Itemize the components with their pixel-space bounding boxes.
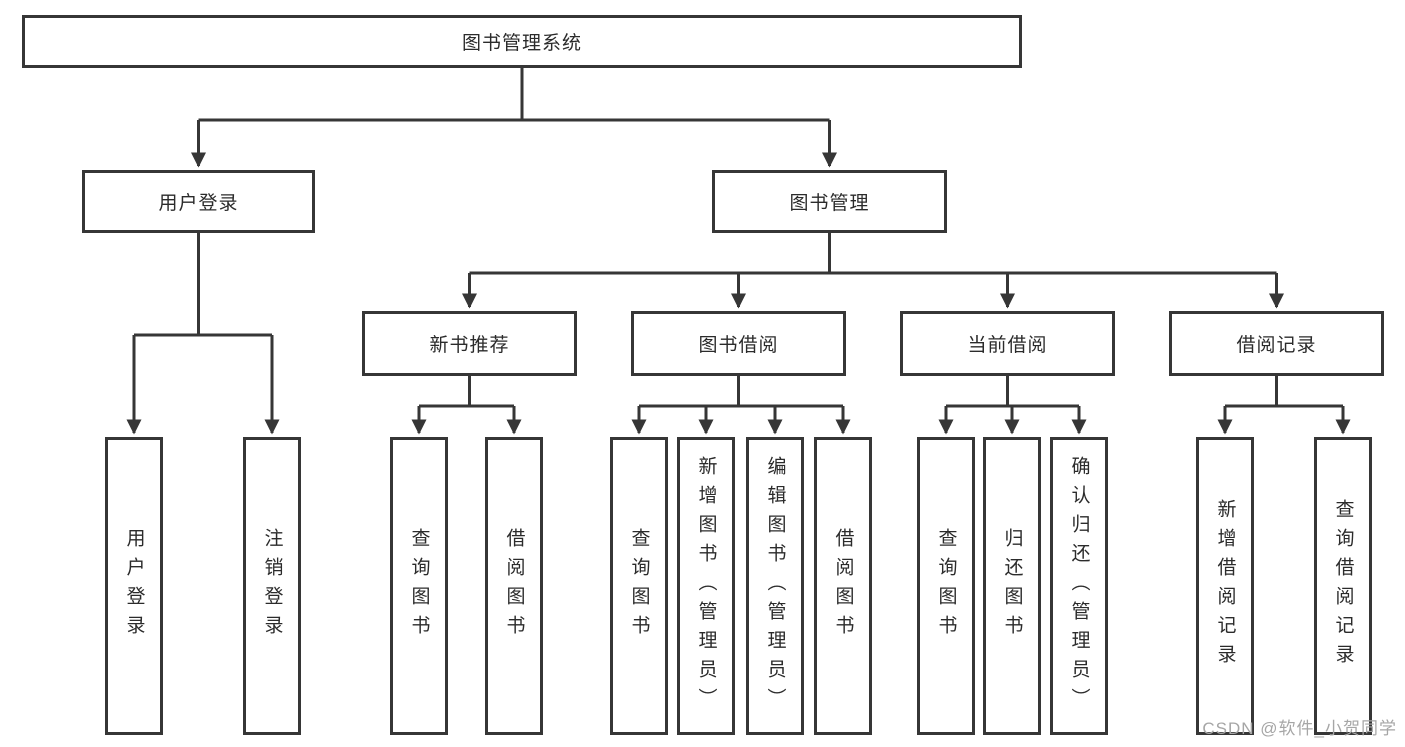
leaf-borrow-books: 借阅图书 <box>814 437 872 735</box>
connector-login-to-leaves <box>134 233 272 337</box>
leaf-return-books: 归还图书 <box>983 437 1041 735</box>
leaf-query-borrow-record: 查询借阅记录 <box>1314 437 1372 735</box>
node-new-book-recommend: 新书推荐 <box>362 311 577 376</box>
leaf-add-borrow-record: 新增借阅记录 <box>1196 437 1254 735</box>
connector-records-to-leaves <box>1225 376 1343 408</box>
connector-currentborrow-to-leaves <box>946 376 1079 408</box>
leaf-query-books-current: 查询图书 <box>917 437 975 735</box>
node-user-login: 用户登录 <box>82 170 315 233</box>
leaf-user-login: 用户登录 <box>105 437 163 735</box>
leaf-confirm-return-admin: 确认归还（管理员） <box>1050 437 1108 735</box>
leaf-edit-books-admin: 编辑图书（管理员） <box>746 437 804 735</box>
leaf-logout: 注销登录 <box>243 437 301 735</box>
connector-mgmt-to-level3 <box>469 233 1277 275</box>
leaf-query-books-recommend: 查询图书 <box>390 437 448 735</box>
connector-bookborrow-to-leaves <box>639 376 843 408</box>
node-current-borrow: 当前借阅 <box>900 311 1115 376</box>
leaf-add-books-admin: 新增图书（管理员） <box>677 437 735 735</box>
leaf-query-books-borrow: 查询图书 <box>610 437 668 735</box>
node-library-management-system: 图书管理系统 <box>22 15 1022 68</box>
node-borrow-records: 借阅记录 <box>1169 311 1384 376</box>
node-book-borrow: 图书借阅 <box>631 311 846 376</box>
connector-newbook-to-leaves <box>419 376 514 408</box>
csdn-watermark: CSDN @软件_小贺同学 <box>1202 719 1397 738</box>
connector-root-to-level2 <box>198 68 830 122</box>
leaf-borrow-books-recommend: 借阅图书 <box>485 437 543 735</box>
node-book-management: 图书管理 <box>712 170 947 233</box>
